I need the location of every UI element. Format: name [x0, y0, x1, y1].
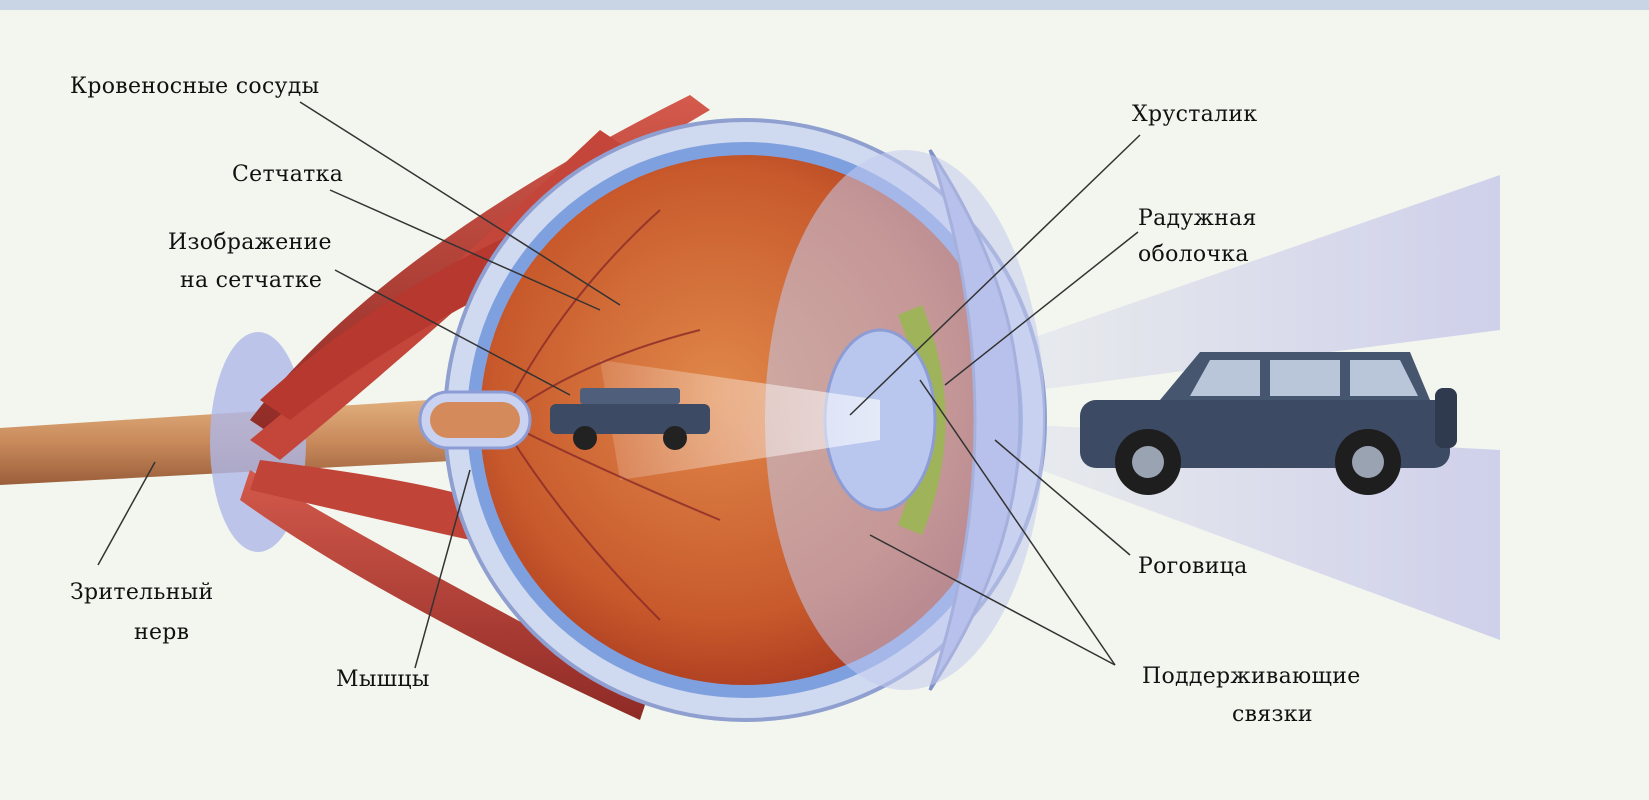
label-ligaments-line1: Поддерживающие: [1142, 662, 1361, 692]
label-optic-nerve-line1: Зрительный: [70, 578, 213, 608]
label-ligaments-line2: связки: [1232, 700, 1313, 730]
label-retina: Сетчатка: [232, 160, 343, 190]
label-optic-nerve-line2: нерв: [134, 618, 189, 648]
label-muscles: Мышцы: [336, 665, 430, 695]
nerve-head-core: [430, 402, 520, 438]
top-border: [0, 0, 1649, 10]
label-retina-image-line1: Изображение: [168, 228, 332, 258]
label-iris-line2: оболочка: [1138, 240, 1249, 270]
label-lens: Хрусталик: [1132, 100, 1257, 130]
label-iris-line1: Радужная: [1138, 204, 1257, 234]
label-cornea: Роговица: [1138, 552, 1248, 582]
label-blood-vessels: Кровеносные сосуды: [70, 72, 319, 102]
label-retina-image-line2: на сетчатке: [180, 266, 322, 296]
